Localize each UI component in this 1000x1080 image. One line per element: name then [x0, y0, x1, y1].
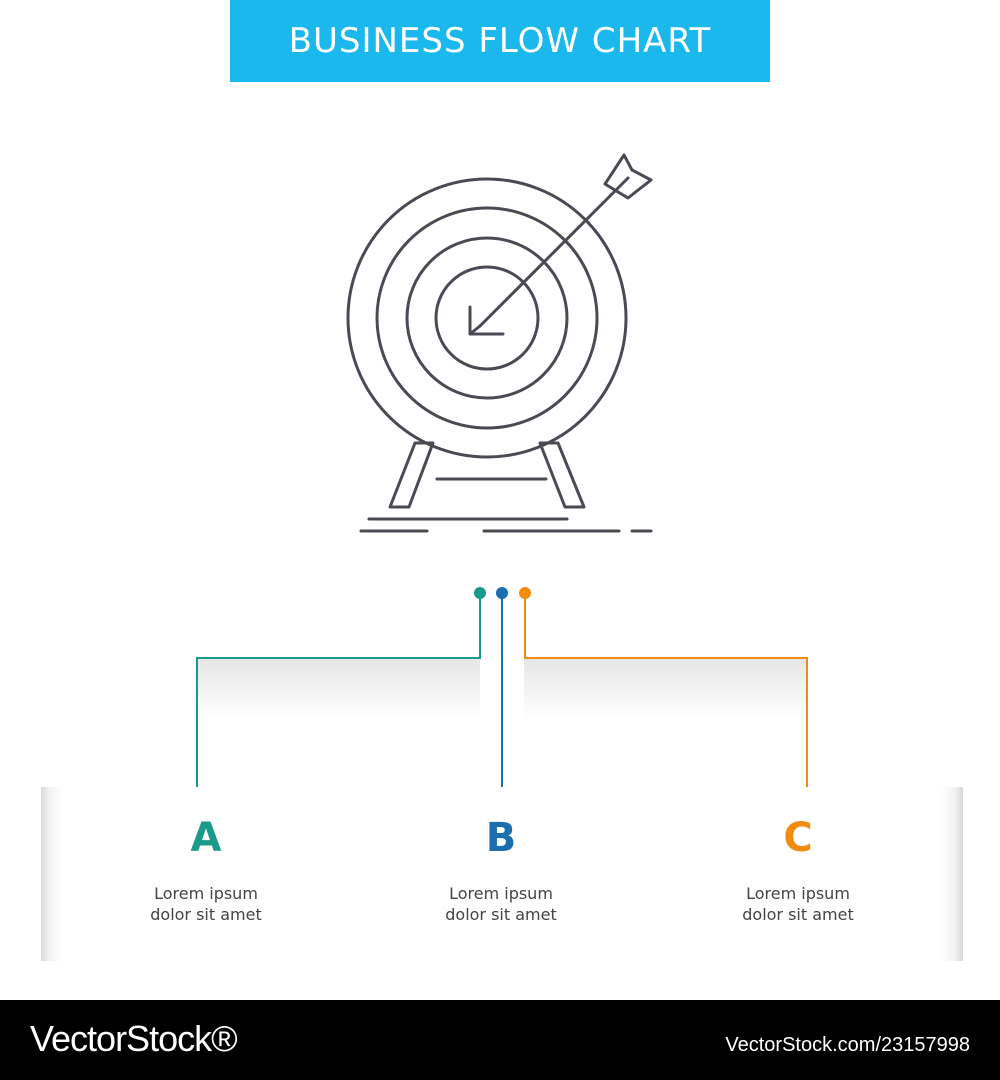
connector-c [524, 593, 808, 797]
target-arrow-icon [346, 153, 653, 533]
connector-dot-c [519, 587, 531, 599]
footer-bar: VectorStock® VectorStock.com/23157998 [0, 1000, 1000, 1080]
step-text-line-2: dolor sit amet [742, 905, 854, 924]
step-text-line-1: Lorem ipsum [449, 884, 553, 903]
step-text-line-1: Lorem ipsum [746, 884, 850, 903]
brand-logo: VectorStock® [30, 1018, 238, 1059]
connector-dot-a [474, 587, 486, 599]
step-text-line-2: dolor sit amet [150, 905, 262, 924]
image-reference: VectorStock.com/23157998 [725, 1034, 970, 1056]
connector-shadow-left [198, 659, 480, 719]
step-letter: C [783, 815, 813, 861]
flow-diagram [196, 153, 808, 797]
page-title: BUSINESS FLOW CHART [288, 21, 712, 61]
connector-a [196, 593, 481, 797]
step-card-c: C Lorem ipsum dolor sit amet [633, 787, 963, 961]
step-card-b: B Lorem ipsum dolor sit amet [336, 787, 666, 961]
header-banner: BUSINESS FLOW CHART [230, 0, 770, 82]
connector-dot-b [496, 587, 508, 599]
step-letter: B [485, 815, 517, 861]
step-description: Lorem ipsum dolor sit amet [336, 883, 666, 925]
step-description: Lorem ipsum dolor sit amet [633, 883, 963, 925]
step-card-a: A Lorem ipsum dolor sit amet [41, 787, 371, 961]
step-letter: A [190, 815, 222, 861]
step-description: Lorem ipsum dolor sit amet [41, 883, 371, 925]
connector-shadow-right [524, 659, 807, 719]
step-text-line-1: Lorem ipsum [154, 884, 258, 903]
step-text-line-2: dolor sit amet [445, 905, 557, 924]
